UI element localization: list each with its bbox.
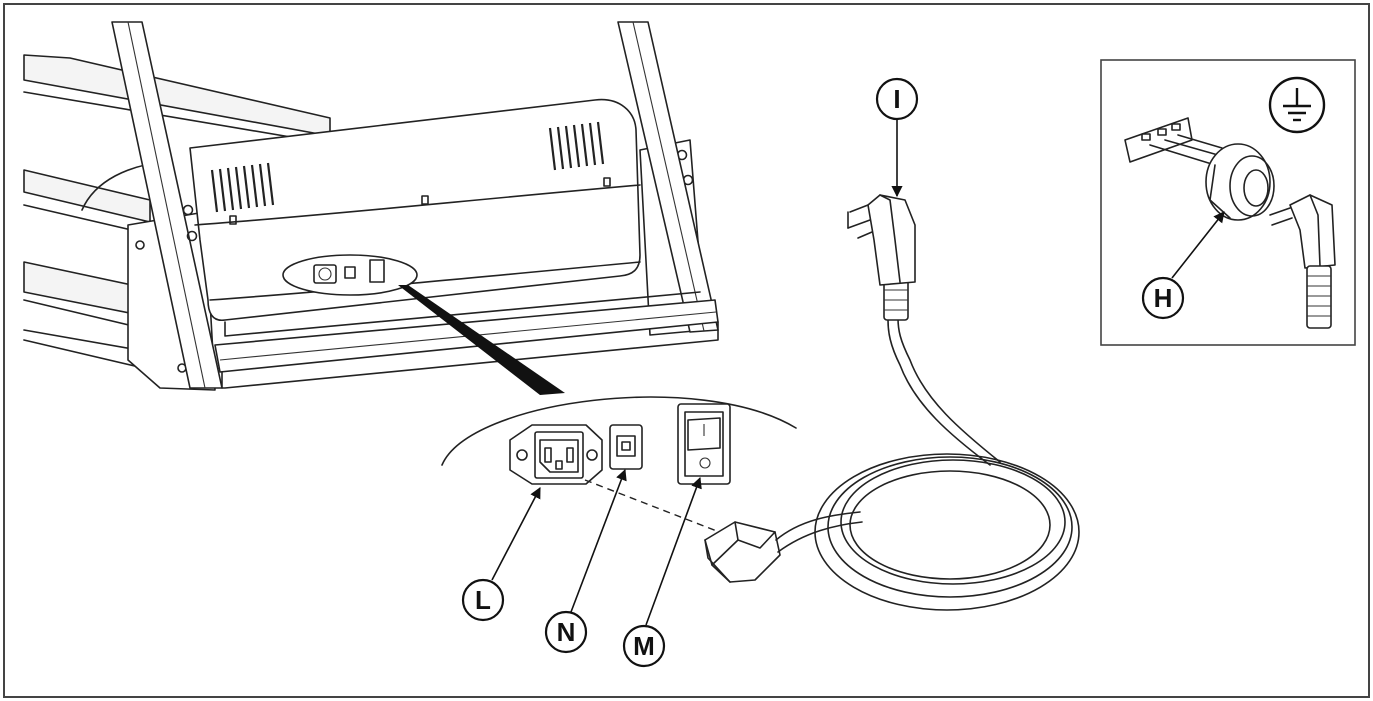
callout-L: L <box>461 578 505 622</box>
vent-right <box>548 121 605 171</box>
grounding-adapter <box>1205 143 1275 221</box>
leader-line-H <box>1171 211 1225 279</box>
leader-line-N <box>570 468 627 613</box>
callout-N: N <box>544 610 588 654</box>
ground-symbol-icon <box>1268 76 1326 134</box>
leader-line-M <box>645 476 702 626</box>
treadmill-base <box>23 21 719 391</box>
inset-plug <box>1269 194 1336 329</box>
power-cord <box>704 194 1080 611</box>
callout-I: I <box>875 77 919 121</box>
vent-left <box>210 162 275 213</box>
zoom-wedge <box>398 285 565 395</box>
callout-L-label: L <box>475 585 491 615</box>
callout-H-label: H <box>1154 283 1173 313</box>
outer-frame <box>3 3 1370 698</box>
power-switch <box>677 403 731 485</box>
grounding-inset <box>1100 59 1356 346</box>
leader-line-L <box>491 487 541 581</box>
power-inlet-socket <box>509 424 603 485</box>
callout-I-label: I <box>893 84 900 114</box>
usb-port <box>609 424 643 470</box>
rear-panel-detail <box>441 396 797 541</box>
callout-M: M <box>622 624 666 668</box>
schuko-plug <box>847 194 916 286</box>
callout-H: H <box>1141 276 1185 320</box>
rear-control-panel <box>282 254 418 296</box>
callout-N-label: N <box>557 617 576 647</box>
connection-dashed-line <box>584 479 741 541</box>
callout-M-label: M <box>633 631 655 661</box>
